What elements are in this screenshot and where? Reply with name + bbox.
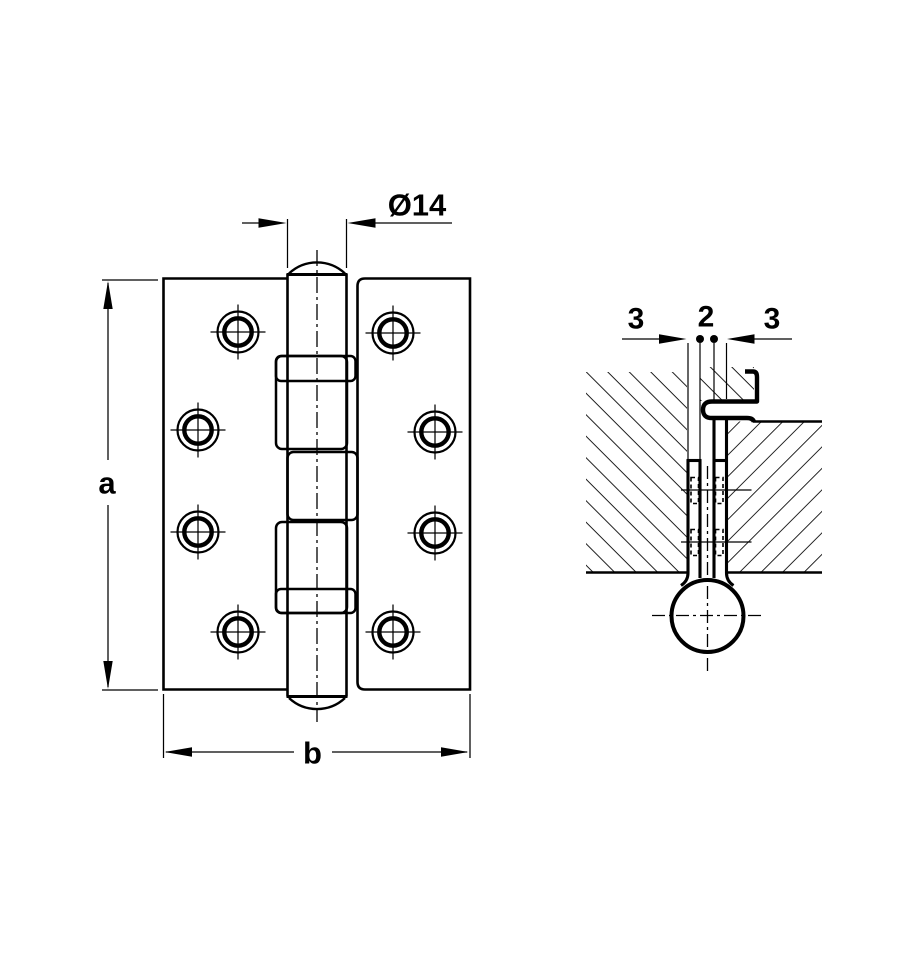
arrowhead-left: [347, 218, 376, 228]
bent-leaf-tab: [700, 369, 760, 423]
dim-b: b: [162, 694, 471, 771]
front-view: a b Ø14: [98, 188, 472, 771]
arrowhead-down: [103, 661, 113, 689]
hinge-barrel: [286, 261, 348, 711]
dim-pin-diameter: Ø14: [242, 188, 452, 268]
arrowhead-left: [164, 747, 192, 757]
frame-section-hatch: [727, 421, 822, 573]
arrowhead-right: [441, 747, 469, 757]
right-leaf-plate: [356, 277, 472, 691]
dim-left-3-label: 3: [628, 303, 645, 336]
section-view: 3 2 3: [586, 301, 822, 674]
dim-2-label: 2: [698, 301, 715, 334]
door-section-hatch: [586, 372, 687, 573]
dim-right-3-label: 3: [764, 303, 781, 336]
arrowhead-right: [659, 334, 687, 344]
dim-b-label: b: [303, 736, 322, 771]
left-leaf-plate: [162, 277, 287, 691]
dim-a: a: [98, 279, 158, 691]
section-extension-lines: [687, 343, 728, 461]
screw-hidden-outlines: [690, 476, 724, 557]
arrowhead-left: [727, 334, 755, 344]
pin-dia-label: Ø14: [388, 188, 447, 223]
bearing-band-bottom: [274, 587, 357, 615]
arrowhead-up: [103, 281, 113, 309]
dim-dot-left: [696, 335, 704, 343]
pin-cap-bottom: [288, 697, 346, 711]
section-leaves: [680, 418, 735, 587]
dim-a-label: a: [98, 466, 116, 501]
arrowhead-right: [258, 218, 287, 228]
pin-cap-top: [288, 261, 346, 275]
dim-dot-right: [710, 335, 718, 343]
bearing-band-top: [274, 354, 357, 383]
dim-section-gaps: 3 2 3: [622, 301, 792, 344]
